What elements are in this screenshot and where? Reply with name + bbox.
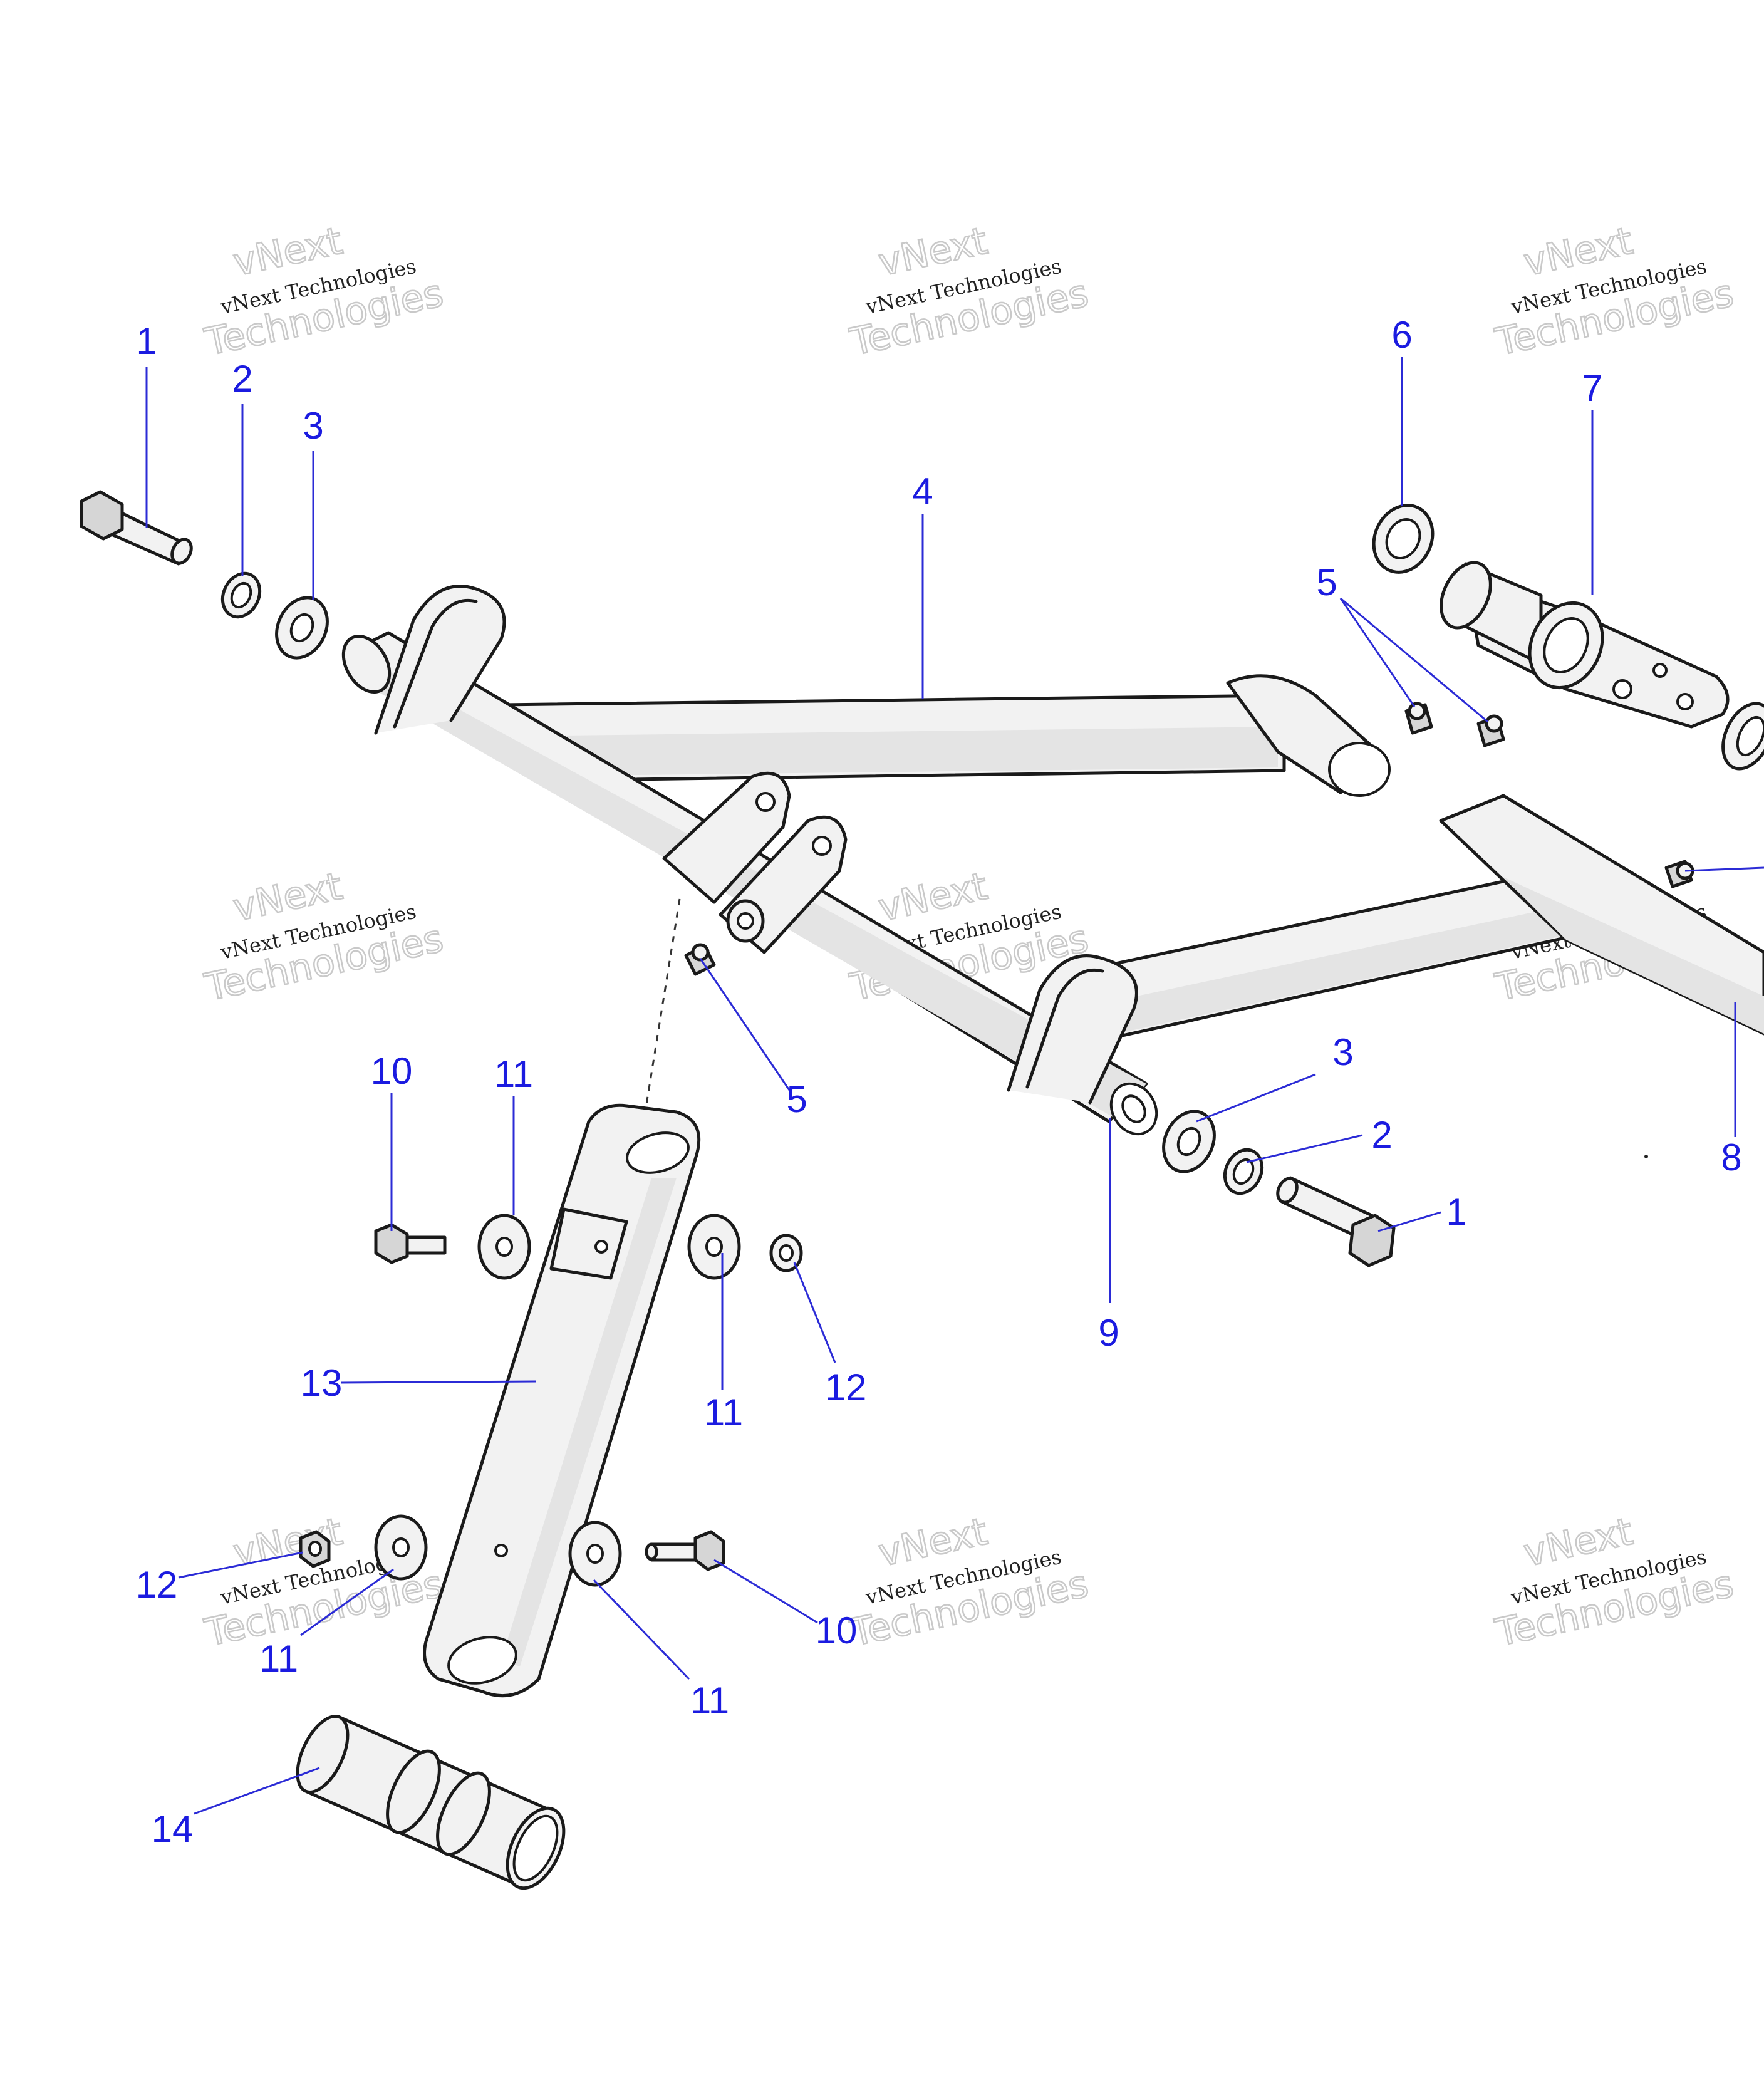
shock-mount-plates (662, 771, 848, 954)
callout-labels: 1 2 3 4 5 6 7 5 3 2 1 8 9 10 11 11 12 13… (136, 314, 1742, 1850)
leader-lines (145, 357, 1764, 1815)
callout-11-upper-right: 11 (704, 1391, 743, 1433)
callout-11-lower-left: 11 (259, 1638, 298, 1680)
bushing-14 (296, 1715, 566, 1890)
assembly-line (644, 898, 681, 1113)
watermark-bottom-center: vNext vNext Technologies Technologies (846, 1509, 1093, 1656)
leader-13 (341, 1380, 536, 1384)
washer-6 (1372, 504, 1435, 574)
callout-11-lower-right: 11 (690, 1680, 729, 1722)
leader-12-upper (793, 1262, 836, 1363)
leader-10-lower (713, 1559, 818, 1624)
lock-washer-2-right (1223, 1148, 1264, 1195)
callout-6: 6 (1391, 314, 1412, 356)
a-arm-front-tube (1063, 794, 1764, 1042)
flat-washer-3-right (1162, 1110, 1216, 1173)
leader-1-right (1377, 1211, 1441, 1232)
callout-7: 7 (1582, 367, 1602, 409)
leader-11-lower-right (593, 1579, 690, 1680)
callout-1-left: 1 (136, 320, 157, 362)
leader-2-right (1246, 1134, 1363, 1163)
grease-fitting-upper-right (1476, 714, 1505, 747)
bolt-10-lower (645, 1530, 725, 1571)
nut-12-upper (769, 1234, 803, 1272)
callout-8: 8 (1721, 1136, 1741, 1178)
callout-10-lower: 10 (816, 1609, 858, 1651)
callout-5-upper: 5 (1316, 561, 1337, 603)
grease-fitting-right-edge (1664, 860, 1694, 888)
callout-11-upper-left: 11 (494, 1053, 533, 1095)
callout-1-right: 1 (1446, 1191, 1466, 1233)
leader-5-upper-a (1339, 598, 1416, 707)
callout-10-upper: 10 (371, 1050, 413, 1092)
bolt-1-left (80, 490, 193, 566)
watermark-top-center: vNext vNext Technologies Technologies (846, 218, 1093, 365)
pivot-bracket-7 (1440, 561, 1764, 771)
bolt-1-right (1276, 1176, 1396, 1267)
flat-washer-3-left (275, 596, 329, 660)
u-bracket-left (374, 585, 506, 735)
leader-5-right-edge (1684, 866, 1764, 872)
leader-14 (194, 1767, 320, 1815)
leader-3-right (1196, 1073, 1316, 1123)
callout-4: 4 (912, 471, 933, 512)
leader-11-lower-left (300, 1568, 394, 1636)
grease-fitting-upper-left (1404, 702, 1433, 735)
callout-12-lower: 12 (136, 1564, 178, 1606)
stray-dot (1644, 1155, 1648, 1158)
washer-11-upper-right (687, 1214, 741, 1280)
callout-2-right: 2 (1371, 1114, 1392, 1156)
u-bracket-right (1007, 954, 1138, 1105)
callout-3-right: 3 (1332, 1031, 1353, 1073)
callout-3-left: 3 (303, 405, 323, 447)
link-arm-13 (423, 1103, 701, 1698)
leader-12-lower (178, 1551, 303, 1579)
washer-11-lower-right (568, 1521, 622, 1587)
callout-5-lower: 5 (786, 1078, 807, 1120)
lock-washer-2-left (220, 571, 262, 619)
washer-11-upper-left (477, 1214, 531, 1280)
leader-5-lower (699, 958, 791, 1091)
callout-9: 9 (1098, 1312, 1119, 1354)
leader-5-upper-b (1340, 597, 1488, 723)
bolt-10-upper (374, 1223, 447, 1264)
callout-13: 13 (301, 1362, 343, 1404)
callout-12-upper: 12 (825, 1366, 867, 1408)
callout-2-left: 2 (232, 358, 252, 400)
washer-11-lower-left (374, 1514, 428, 1581)
nut-12-lower (299, 1530, 331, 1568)
callout-14: 14 (152, 1808, 194, 1850)
watermark-top-left: vNext vNext Technologies Technologies (200, 218, 448, 365)
watermark-mid-left: vNext vNext Technologies Technologies (200, 863, 448, 1011)
watermark-bottom-right: vNext vNext Technologies Technologies (1491, 1509, 1738, 1656)
watermark-top-right: vNext vNext Technologies Technologies (1491, 218, 1738, 365)
